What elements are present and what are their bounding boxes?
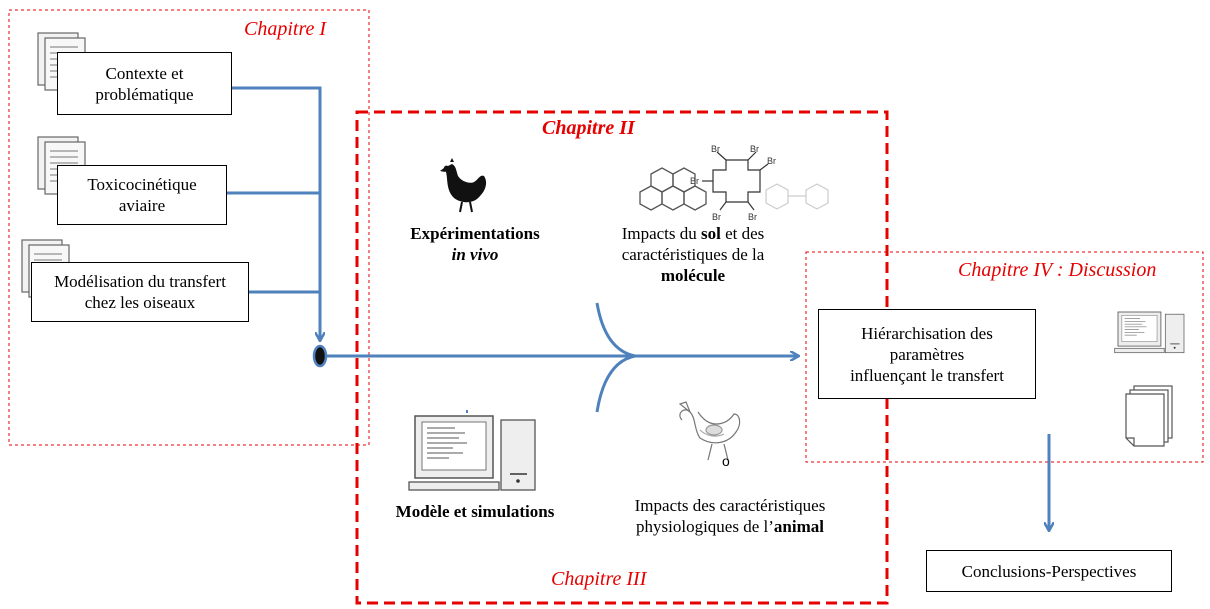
computer-icon: [408, 415, 536, 491]
modelisation-line2: chez les oiseaux: [84, 293, 196, 312]
small-mark: o: [722, 453, 730, 469]
pah-molecule-icon: [639, 167, 707, 211]
modelisation-line1: Modélisation du transfert: [54, 272, 226, 291]
soil-mid: et des: [720, 224, 765, 243]
junction-node: [312, 344, 328, 368]
toxico-line1: Toxicocinétique: [87, 175, 197, 194]
hierarchy-line2: paramètres: [889, 344, 965, 364]
toxico-line2: aviaire: [118, 196, 166, 215]
br-label: Br: [750, 144, 759, 154]
soil-molecule-label: Impacts du sol et des caractéristiques d…: [598, 223, 788, 286]
chicken-anatomy-icon: [678, 401, 741, 461]
br-label: Br: [712, 212, 721, 222]
bromine-molecule-icon: [702, 151, 769, 211]
br-label: Br: [748, 212, 757, 222]
model-label: Modèle et simulations: [395, 502, 555, 521]
soil-pre: Impacts du: [621, 224, 702, 243]
animal-line1: Impacts des caractéristiques: [634, 496, 826, 515]
biphenyl-molecule-icon: [765, 183, 829, 210]
animal-pre: physiologiques de l’: [636, 517, 774, 536]
chapter-2-title: Chapitre II: [542, 117, 635, 139]
flow-arrow-context: [232, 86, 320, 340]
chapter-4-frame: [805, 251, 1204, 463]
br-label: Br: [711, 144, 720, 154]
converging-curve-bottom: [595, 354, 636, 413]
chapter-1-frame: [8, 9, 370, 446]
soil-bold: sol: [701, 224, 721, 243]
animal-bold: animal: [773, 517, 824, 536]
chapter-1-title: Chapitre I: [244, 18, 327, 40]
chapter-3-title: Chapitre III: [551, 568, 647, 590]
experiments-line1: Expérimentations: [410, 224, 540, 243]
chapter-4-title: Chapitre IV : Discussion: [958, 259, 1157, 281]
hierarchy-line1: Hiérarchisation des: [861, 323, 993, 343]
computer-icon-small: [1114, 311, 1185, 354]
br-label: Br: [767, 156, 776, 166]
experiments-line2: in vivo: [451, 245, 499, 264]
context-line2: problématique: [95, 84, 194, 104]
paper-stack-icon: [1125, 385, 1173, 447]
chicken-icon: [440, 158, 487, 213]
conclusions-box: Conclusions-Perspectives: [926, 550, 1172, 592]
toxico-box: Toxicocinétique aviaire: [57, 165, 227, 225]
soil-line2: caractéristiques de la: [621, 245, 765, 264]
converging-curve-top: [595, 302, 636, 358]
hierarchy-line3: influençant le transfert: [850, 365, 1004, 385]
experiments-label: Expérimentations in vivo: [380, 223, 570, 265]
molecule-bold: molécule: [660, 266, 726, 285]
modelisation-box: Modélisation du transfert chez les oiseau…: [31, 262, 249, 322]
animal-label: Impacts des caractéristiques physiologiq…: [600, 495, 860, 537]
context-line1: Contexte et: [105, 63, 184, 83]
